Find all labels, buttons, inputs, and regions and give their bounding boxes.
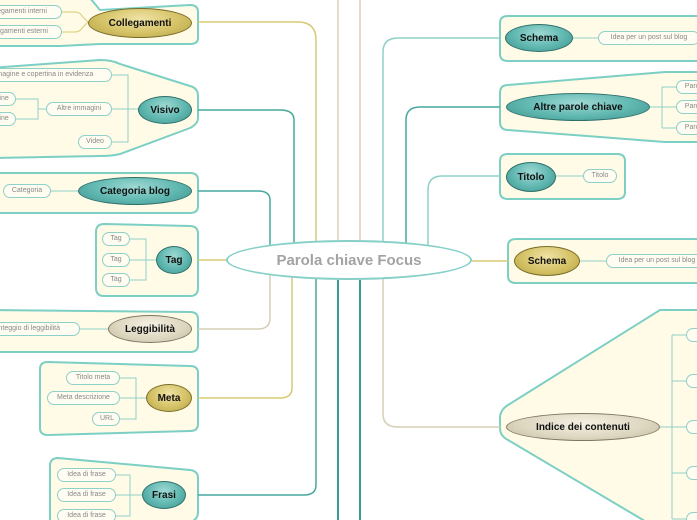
leaf-immagine-copertina[interactable]: Immagine e copertina in evidenza xyxy=(0,68,112,82)
leaf-h2-2[interactable]: H2 xyxy=(686,374,697,388)
leaf-h2-5[interactable]: H2 xyxy=(686,512,697,520)
leaf-collegamenti-interni[interactable]: Collegamenti interni xyxy=(0,5,62,19)
leaf-altre-immagini[interactable]: Altre immagini xyxy=(46,102,112,116)
leaf-h2-4[interactable]: H2 xyxy=(686,466,697,480)
leaf-parola-chiave-3[interactable]: Parola chiave xyxy=(676,121,697,135)
topic-schema-1[interactable]: Schema xyxy=(505,24,573,52)
topic-indice-contenuti[interactable]: Indice dei contenuti xyxy=(506,413,660,441)
leaf-parola-chiave-1[interactable]: Parola chiave xyxy=(676,80,697,94)
leaf-idea-post-blog-2[interactable]: Idea per un post sul blog xyxy=(606,254,697,268)
topic-titolo[interactable]: Titolo xyxy=(506,162,556,192)
leaf-parola-chiave-2[interactable]: Parola chiave xyxy=(676,100,697,114)
leaf-video[interactable]: Video xyxy=(78,135,112,149)
leaf-titolo[interactable]: Titolo xyxy=(583,169,617,183)
leaf-h2-3[interactable]: H2 xyxy=(686,420,697,434)
topic-meta[interactable]: Meta xyxy=(146,384,192,412)
leaf-meta-descrizione[interactable]: Meta descrizione xyxy=(47,391,120,405)
leaf-idea-post-blog-1[interactable]: Idea per un post sul blog xyxy=(598,31,697,45)
leaf-h2-1[interactable]: H2 xyxy=(686,328,697,342)
topic-schema-2[interactable]: Schema xyxy=(514,246,580,276)
leaf-tag-3[interactable]: Tag xyxy=(102,273,130,287)
leaf-categoria[interactable]: Categoria xyxy=(3,184,51,198)
leaf-url[interactable]: URL xyxy=(92,412,120,426)
topic-categoria-blog[interactable]: Categoria blog xyxy=(78,177,192,205)
leaf-titolo-meta[interactable]: Titolo meta xyxy=(66,371,120,385)
leaf-tag-2[interactable]: Tag xyxy=(102,253,130,267)
leaf-punteggio-leggibilita[interactable]: Punteggio di leggibilità xyxy=(0,322,80,336)
leaf-idea-frase-1[interactable]: Idea di frase xyxy=(57,468,116,482)
leaf-immagine-1[interactable]: Immagine xyxy=(0,92,16,106)
leaf-collegamenti-esterni[interactable]: Collegamenti esterni xyxy=(0,25,62,39)
topic-frasi[interactable]: Frasi xyxy=(142,481,186,509)
topic-collegamenti[interactable]: Collegamenti xyxy=(88,8,192,38)
topic-visivo[interactable]: Visivo xyxy=(138,96,192,124)
leaf-immagine-2[interactable]: Immagine xyxy=(0,112,16,126)
leaf-idea-frase-3[interactable]: Idea di frase xyxy=(57,509,116,520)
central-topic[interactable]: Parola chiave Focus xyxy=(226,240,472,280)
leaf-tag-1[interactable]: Tag xyxy=(102,232,130,246)
topic-tag[interactable]: Tag xyxy=(156,246,192,274)
topic-altre-parole-chiave[interactable]: Altre parole chiave xyxy=(506,93,650,121)
leaf-idea-frase-2[interactable]: Idea di frase xyxy=(57,488,116,502)
topic-leggibilita[interactable]: Leggibilità xyxy=(108,315,192,343)
